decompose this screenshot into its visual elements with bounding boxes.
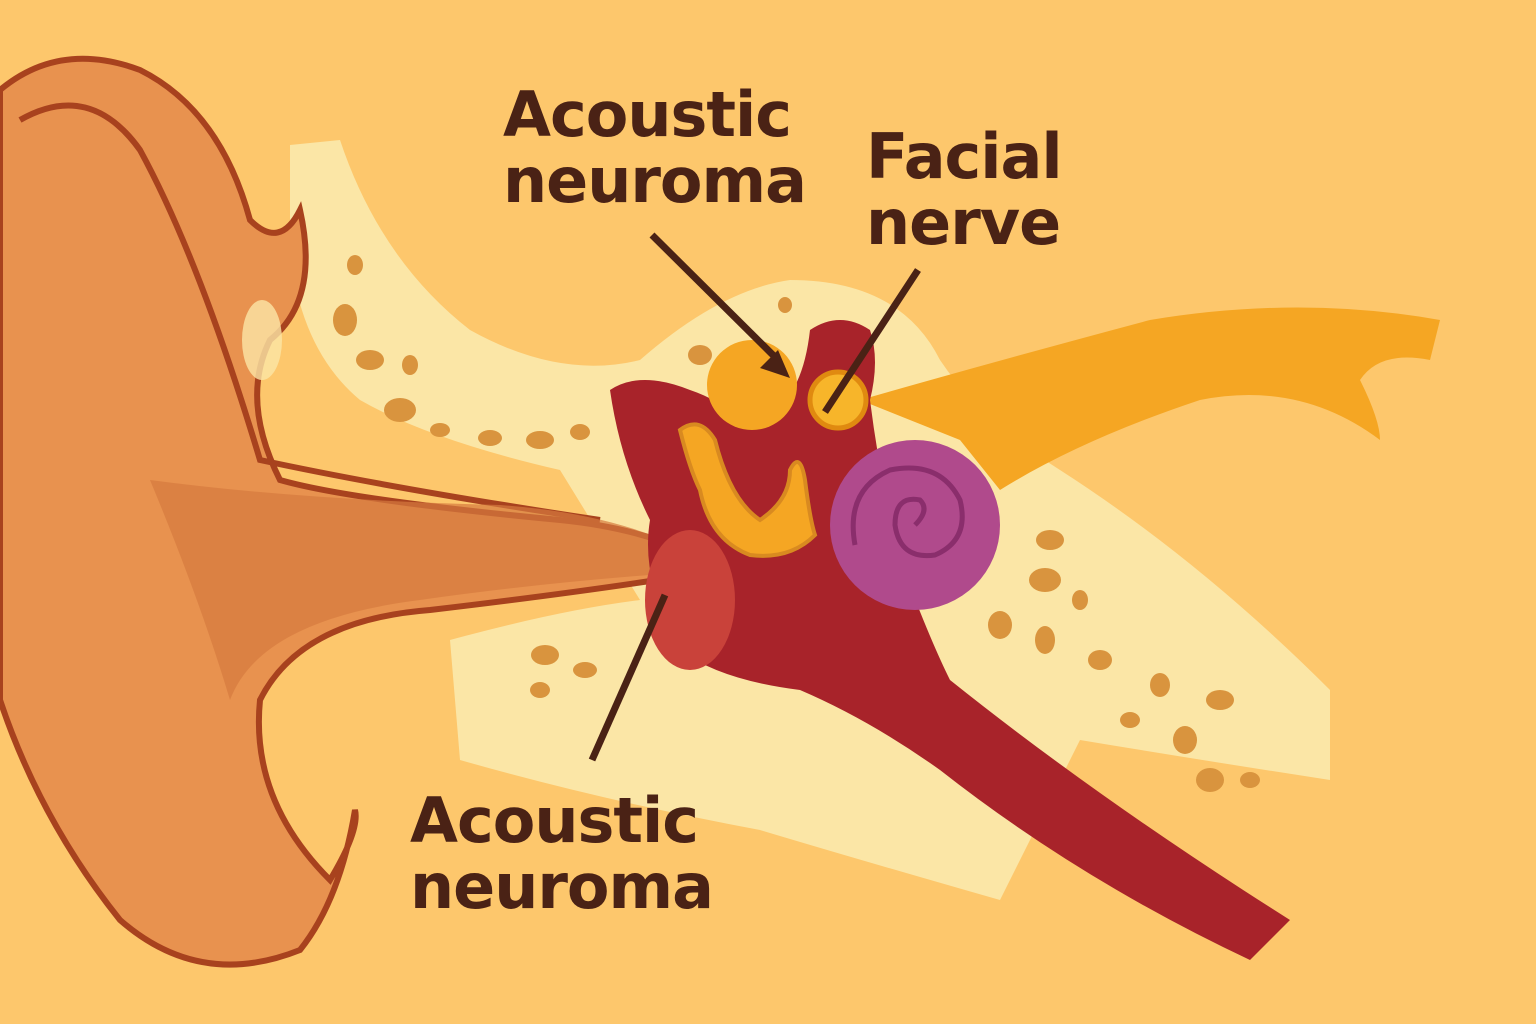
leader-line-bottom-acoustic: [588, 593, 669, 762]
arrowhead-icon: [760, 350, 790, 378]
tumor-mass: [610, 320, 1290, 960]
acoustic-neuroma-mass: [707, 340, 797, 430]
label-acoustic-neuroma-bottom: Acoustic neuroma: [410, 784, 714, 923]
cochlea-spiral: [850, 465, 965, 559]
facial-nerve-cross-section: [807, 369, 869, 431]
leader-line-top-acoustic: [649, 232, 781, 363]
label-line: neuroma: [503, 144, 807, 217]
bone-spots: [333, 255, 1260, 792]
nerve-bundle: [860, 307, 1440, 490]
label-acoustic-neuroma-top: Acoustic neuroma: [503, 78, 807, 217]
label-line: Acoustic: [410, 784, 699, 857]
ear-highlight: [242, 300, 282, 380]
tumor-lobe: [645, 530, 735, 670]
label-line: neuroma: [410, 850, 714, 923]
ear-canal: [150, 480, 720, 700]
ear-fold: [18, 102, 601, 523]
leader-line-facial: [822, 268, 921, 414]
label-line: nerve: [866, 186, 1061, 259]
label-line: Acoustic: [503, 78, 792, 151]
label-facial-nerve: Facial nerve: [866, 120, 1063, 259]
label-line: Facial: [866, 120, 1063, 193]
ossicles: [677, 422, 818, 558]
